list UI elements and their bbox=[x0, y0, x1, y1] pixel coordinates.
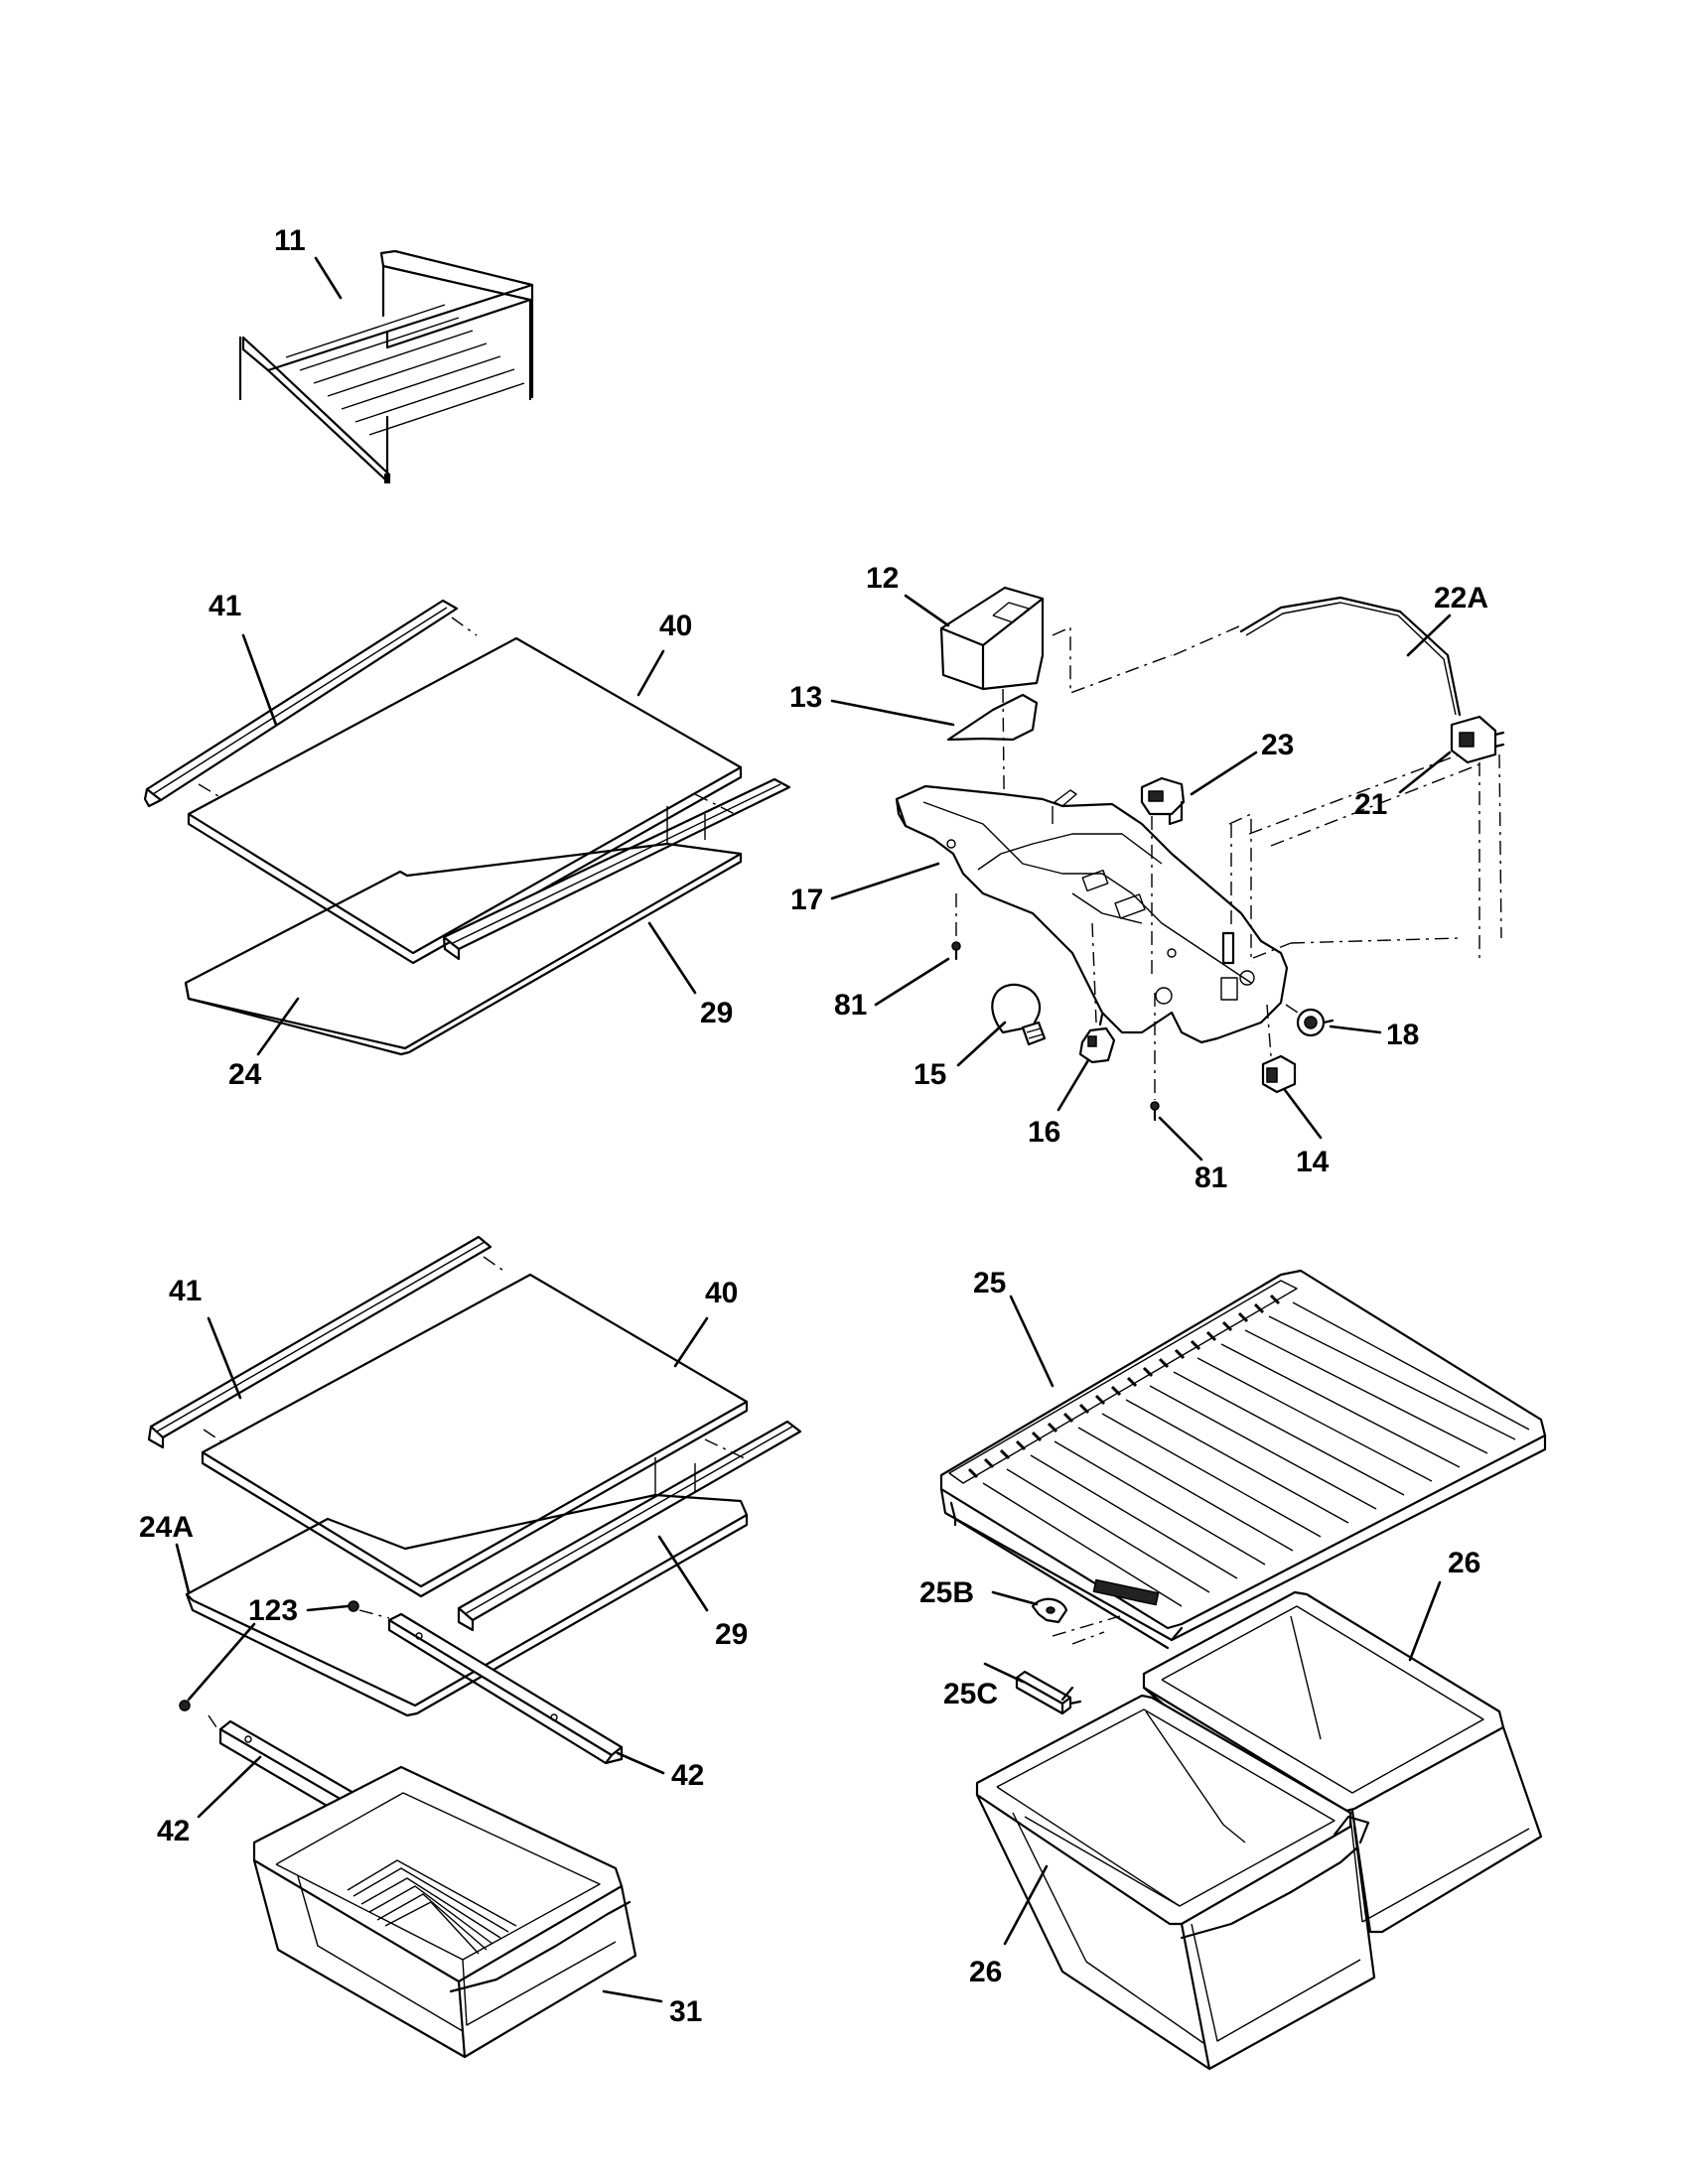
leader-29a bbox=[647, 921, 697, 995]
leader-42b bbox=[197, 1755, 262, 1819]
part-24A-frame bbox=[185, 1493, 749, 1707]
leader-25C bbox=[983, 1662, 1025, 1684]
leader-15 bbox=[956, 1021, 1007, 1067]
lower-shelf-assembly bbox=[147, 1235, 802, 2059]
part-15-bulb bbox=[991, 983, 1047, 1046]
upper-shelf-assembly bbox=[143, 599, 791, 1056]
leader-24A bbox=[175, 1543, 191, 1594]
leader-18 bbox=[1329, 1024, 1382, 1034]
callout-41b: 41 bbox=[169, 1275, 202, 1307]
part-18-plug bbox=[1296, 1008, 1335, 1037]
part-23-socket bbox=[1140, 776, 1186, 826]
leader-42a bbox=[616, 1751, 665, 1775]
part-25B-clip bbox=[1031, 1597, 1068, 1624]
callout-29a: 29 bbox=[700, 997, 733, 1029]
leader-123a bbox=[306, 1604, 350, 1612]
leader-25B bbox=[991, 1590, 1039, 1606]
part-11-wire-rack bbox=[238, 249, 534, 484]
part-14-switch bbox=[1261, 1054, 1297, 1094]
callout-12: 12 bbox=[866, 562, 899, 595]
callout-31: 31 bbox=[669, 1995, 702, 2028]
leader-24 bbox=[256, 997, 300, 1056]
part-21-switch bbox=[1450, 715, 1505, 764]
leader-14 bbox=[1283, 1088, 1323, 1140]
callout-26a: 26 bbox=[1448, 1547, 1480, 1579]
light-housing-assembly bbox=[895, 586, 1505, 1122]
callout-25C: 25C bbox=[943, 1678, 998, 1710]
leader-16 bbox=[1056, 1058, 1090, 1112]
callout-15: 15 bbox=[914, 1058, 946, 1091]
leader-22A bbox=[1406, 614, 1452, 657]
callout-24: 24 bbox=[228, 1058, 262, 1091]
leader-21 bbox=[1398, 751, 1452, 794]
callout-26b: 26 bbox=[969, 1956, 1002, 1988]
callout-22A: 22A bbox=[1434, 582, 1488, 614]
part-13-baffle bbox=[946, 693, 1039, 742]
leader-123b bbox=[187, 1622, 256, 1702]
leader-29b bbox=[657, 1535, 709, 1612]
leader-40b bbox=[673, 1316, 709, 1368]
part-25C-bracket bbox=[1015, 1670, 1082, 1715]
callout-25B: 25B bbox=[919, 1576, 974, 1609]
part-42-rail-right bbox=[387, 1612, 624, 1765]
callout-18: 18 bbox=[1386, 1019, 1419, 1051]
leader-81b bbox=[1158, 1116, 1203, 1161]
callout-29b: 29 bbox=[715, 1618, 748, 1651]
callout-23: 23 bbox=[1261, 729, 1294, 761]
callout-81a: 81 bbox=[834, 989, 867, 1022]
part-17-housing bbox=[895, 784, 1289, 1044]
leader-26b bbox=[1003, 1864, 1049, 1946]
part-40-glass-lower bbox=[201, 1273, 749, 1588]
callout-81b: 81 bbox=[1195, 1161, 1227, 1194]
callout-25: 25 bbox=[973, 1267, 1006, 1299]
part-22A-wire bbox=[1239, 596, 1462, 717]
leader-31 bbox=[602, 1989, 663, 2003]
part-40-glass bbox=[187, 636, 743, 955]
part-16-socket bbox=[1078, 1013, 1116, 1064]
leader-13 bbox=[830, 699, 955, 727]
leader-17 bbox=[830, 862, 940, 900]
callout-24A: 24A bbox=[139, 1511, 194, 1544]
callout-13: 13 bbox=[789, 681, 822, 714]
leader-26a bbox=[1408, 1580, 1442, 1662]
callout-21: 21 bbox=[1354, 788, 1387, 821]
leader-11 bbox=[314, 256, 343, 300]
callout-16: 16 bbox=[1028, 1116, 1060, 1149]
callout-17: 17 bbox=[790, 884, 823, 916]
callout-40b: 40 bbox=[705, 1277, 738, 1309]
crisper-assembly bbox=[939, 1269, 1547, 2071]
leader-41a bbox=[241, 633, 278, 727]
part-25-crisper-cover bbox=[939, 1269, 1547, 1650]
callout-42b: 42 bbox=[157, 1815, 190, 1847]
leader-81a bbox=[874, 957, 950, 1007]
callout-14: 14 bbox=[1296, 1146, 1330, 1178]
part-123-screw-a bbox=[348, 1600, 359, 1612]
leader-12 bbox=[904, 594, 950, 627]
leader-41b bbox=[207, 1316, 242, 1400]
part-26-drawer-right bbox=[1142, 1590, 1543, 1934]
callout-40a: 40 bbox=[659, 610, 692, 642]
callout-11: 11 bbox=[274, 224, 306, 257]
part-26-drawer-left bbox=[975, 1694, 1376, 2071]
leader-23 bbox=[1190, 751, 1258, 796]
leader-25 bbox=[1009, 1295, 1055, 1388]
part-31-drawer bbox=[252, 1765, 637, 2059]
callout-41a: 41 bbox=[209, 590, 241, 622]
callout-42a: 42 bbox=[671, 1759, 704, 1792]
part-24-frame bbox=[184, 842, 743, 1050]
leader-40a bbox=[636, 649, 665, 697]
part-81-screw-a bbox=[951, 941, 961, 961]
part-123-screw-b bbox=[179, 1700, 191, 1711]
part-81-screw-b bbox=[1150, 1101, 1160, 1122]
callout-123: 123 bbox=[248, 1594, 298, 1627]
